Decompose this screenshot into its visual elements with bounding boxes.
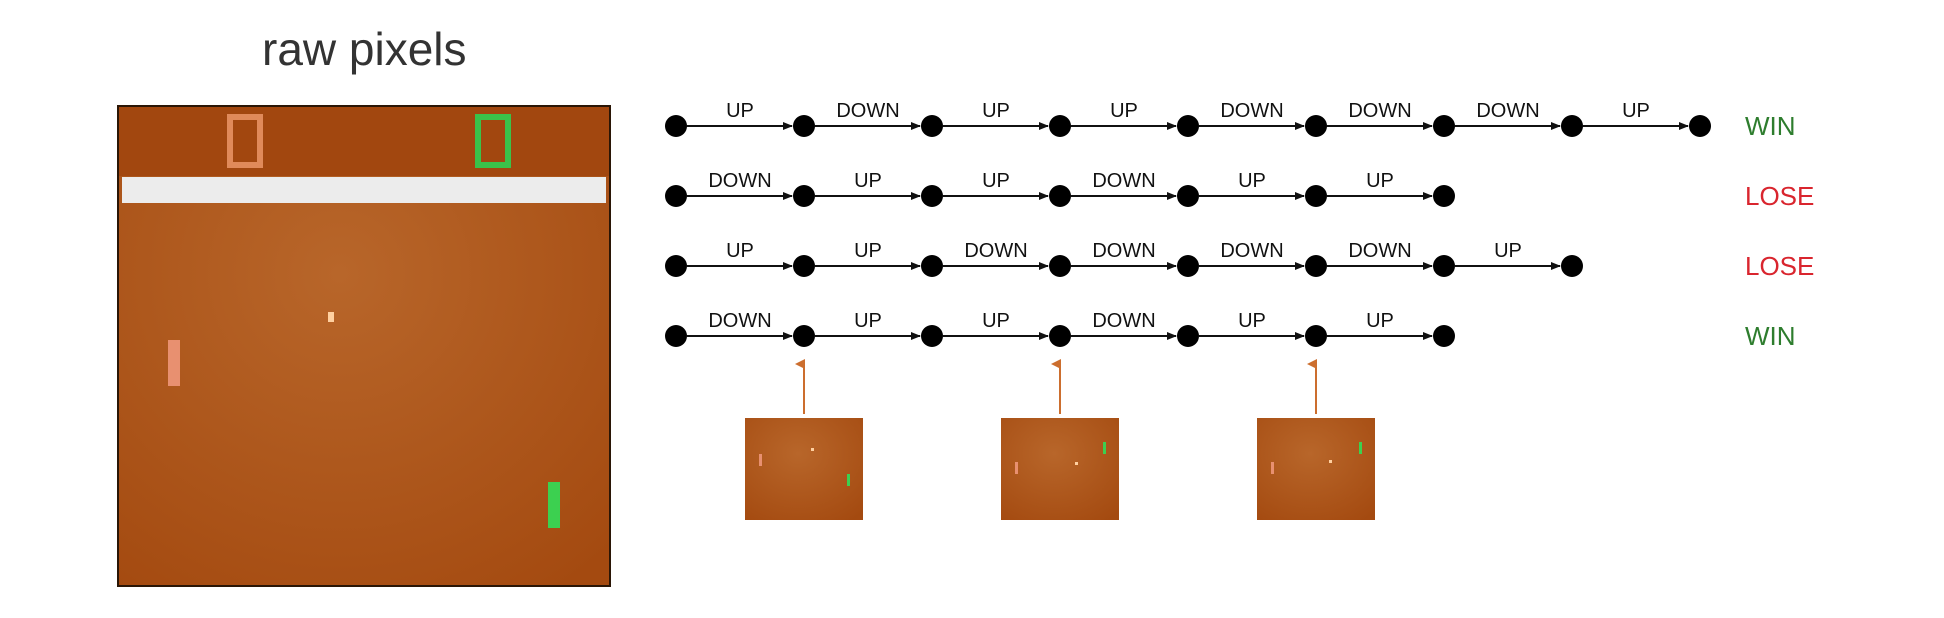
action-label: DOWN (1348, 240, 1411, 262)
action-label: DOWN (836, 100, 899, 122)
win-outcome-label: WIN (1745, 111, 1796, 141)
thumbnail-ball (1075, 462, 1078, 465)
sequence-row: DOWN UP UP DOWN UP UP WIN (665, 310, 1796, 351)
action-label: UP (1238, 170, 1266, 192)
action-label: DOWN (1348, 100, 1411, 122)
state-node (1049, 325, 1071, 347)
state-node (1433, 185, 1455, 207)
score-left (227, 114, 263, 168)
win-outcome-label: WIN (1745, 321, 1796, 351)
action-label: DOWN (708, 170, 771, 192)
paddle-left (168, 340, 180, 386)
frame-thumbnail (745, 359, 863, 520)
state-node (921, 115, 943, 137)
thumbnail-screen (745, 418, 863, 520)
sequence-row: UP DOWN UP UP DOWN DOWN DOWN UP WIN (665, 100, 1796, 141)
state-node (1305, 185, 1327, 207)
state-node (1049, 255, 1071, 277)
action-label: DOWN (1220, 240, 1283, 262)
state-node (1177, 115, 1199, 137)
action-label: UP (1622, 100, 1650, 122)
thumbnail-screen (1257, 418, 1375, 520)
thumbnail-paddle-left (759, 454, 762, 466)
state-node (665, 115, 687, 137)
raw-pixels-title: raw pixels (262, 23, 467, 75)
state-node (1049, 185, 1071, 207)
state-node (793, 185, 815, 207)
state-node (1049, 115, 1071, 137)
action-label: UP (1366, 310, 1394, 332)
state-node (1305, 255, 1327, 277)
action-label: UP (982, 100, 1010, 122)
screen-border (117, 105, 611, 587)
action-label: UP (726, 240, 754, 262)
score-right (475, 114, 511, 168)
action-label: UP (854, 240, 882, 262)
state-node (1433, 255, 1455, 277)
thumbnail-ball (811, 448, 814, 451)
state-node (793, 325, 815, 347)
state-node (1305, 325, 1327, 347)
thumbnail-ball (1329, 460, 1332, 463)
state-node (1177, 325, 1199, 347)
state-node (1433, 115, 1455, 137)
action-label: UP (982, 310, 1010, 332)
sequence-row: DOWN UP UP DOWN UP UP LOSE (665, 170, 1814, 211)
frame-thumbnails (745, 359, 1375, 520)
action-label: DOWN (1092, 240, 1155, 262)
state-node (1177, 185, 1199, 207)
top-wall (122, 177, 606, 203)
action-label: DOWN (1092, 310, 1155, 332)
action-label: DOWN (708, 310, 771, 332)
frame-thumbnail (1001, 359, 1119, 520)
state-node (665, 325, 687, 347)
action-label: UP (1238, 310, 1266, 332)
action-label: UP (854, 170, 882, 192)
frame-thumbnail (1257, 359, 1375, 520)
thumbnail-paddle-left (1271, 462, 1274, 474)
action-label: UP (1366, 170, 1394, 192)
state-node (1561, 115, 1583, 137)
state-node (665, 255, 687, 277)
thumbnail-paddle-right (1103, 442, 1106, 454)
state-node (921, 325, 943, 347)
action-label: UP (726, 100, 754, 122)
action-label: UP (982, 170, 1010, 192)
state-node (665, 185, 687, 207)
state-node (921, 185, 943, 207)
action-label: DOWN (964, 240, 1027, 262)
action-label: UP (1110, 100, 1138, 122)
thumbnail-paddle-right (847, 474, 850, 486)
action-label: UP (854, 310, 882, 332)
state-node (1561, 255, 1583, 277)
ball (328, 312, 334, 322)
lose-outcome-label: LOSE (1745, 181, 1814, 211)
pong-screen (117, 105, 611, 587)
state-node (1305, 115, 1327, 137)
paddle-right (548, 482, 560, 528)
state-node (921, 255, 943, 277)
action-label: DOWN (1476, 100, 1539, 122)
action-label: UP (1494, 240, 1522, 262)
thumbnail-screen (1001, 418, 1119, 520)
state-node (1177, 255, 1199, 277)
state-node (1689, 115, 1711, 137)
action-label: DOWN (1220, 100, 1283, 122)
state-node (793, 255, 815, 277)
state-node (793, 115, 815, 137)
state-node (1433, 325, 1455, 347)
thumbnail-paddle-right (1359, 442, 1362, 454)
sequence-row: UP UP DOWN DOWN DOWN DOWN UP LOSE (665, 240, 1814, 281)
thumbnail-paddle-left (1015, 462, 1018, 474)
action-label: DOWN (1092, 170, 1155, 192)
score-bar (118, 106, 610, 176)
lose-outcome-label: LOSE (1745, 251, 1814, 281)
